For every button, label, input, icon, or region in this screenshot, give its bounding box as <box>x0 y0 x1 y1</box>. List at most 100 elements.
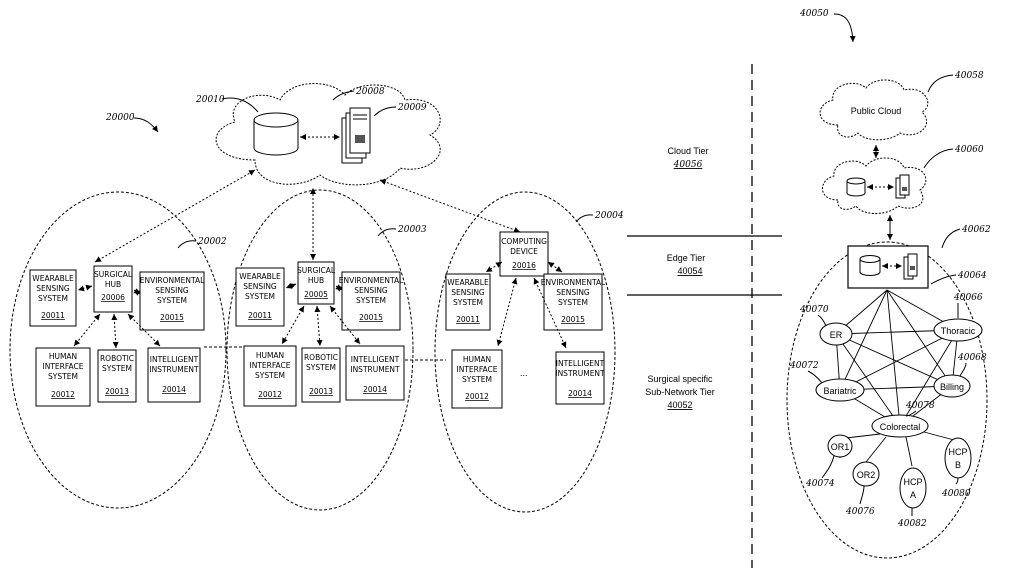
node-er: ER <box>819 322 853 346</box>
edge-tier-label: Edge Tier <box>667 253 706 263</box>
cloud-shape <box>215 83 441 186</box>
label: 20005 <box>304 290 328 299</box>
label: 20015 <box>561 315 585 324</box>
label: COMPUTING <box>501 237 547 246</box>
surgical-hub-box <box>93 265 133 313</box>
surgical-hub-box <box>297 261 335 305</box>
surgical-tier-label-2: Sub-Network Tier <box>645 387 715 397</box>
node-label: OR1 <box>831 442 850 452</box>
ref-40060: 40060 <box>954 145 984 155</box>
label: 20011 <box>248 311 272 320</box>
label: ENVIRONMENTAL <box>140 276 205 285</box>
node-label: OR2 <box>857 470 876 480</box>
node-colorectal: Colorectal <box>871 414 929 438</box>
label: SYSTEM <box>306 363 336 372</box>
subnet-3-boundary <box>434 191 616 513</box>
label: SYSTEM <box>157 296 187 305</box>
robotic-box <box>301 347 341 403</box>
label: SYSTEM <box>453 298 483 307</box>
label: SYSTEM <box>38 294 68 303</box>
ref-40068: 40068 <box>957 353 987 363</box>
label: 20012 <box>465 392 489 401</box>
label: HUB <box>105 280 121 289</box>
label: SYSTEM <box>462 375 492 384</box>
label: HUMAN <box>256 351 284 360</box>
subnet-3: COMPUTING DEVICE 20016 WEARABLE SENSING … <box>445 231 606 409</box>
label: 20013 <box>105 387 129 396</box>
label: 20006 <box>101 293 125 302</box>
label: DEVICE <box>510 247 538 256</box>
wearable-box <box>445 273 491 331</box>
label: 20011 <box>41 311 65 320</box>
server-icon <box>903 253 918 280</box>
node-bariatric: Bariatric <box>815 378 865 402</box>
node-or2: OR2 <box>852 461 880 487</box>
label: WEARABLE <box>447 278 489 287</box>
human-interface-box <box>35 347 91 407</box>
wearable-box <box>29 269 77 327</box>
label: 20014 <box>162 385 186 394</box>
ref-40078: 40078 <box>905 401 935 411</box>
node-or1: OR1 <box>827 434 853 458</box>
label: WEARABLE <box>32 274 74 283</box>
label: HUMAN <box>49 352 77 361</box>
human-interface-box <box>243 345 297 407</box>
cloud-tier-id: 40056 <box>673 160 703 170</box>
label: 20014 <box>363 385 387 394</box>
label: SURGICAL <box>94 270 133 279</box>
public-cloud-label: Public Cloud <box>851 106 902 116</box>
label: SENSING <box>243 282 277 291</box>
ref-40050: 40050 <box>799 9 829 19</box>
node-hcp-a: HCP A <box>899 467 927 509</box>
label: ENVIRONMENTAL <box>339 276 404 285</box>
ref-40080: 40080 <box>941 489 971 499</box>
ref-20000: 20000 <box>105 113 135 123</box>
node-label: B <box>955 460 961 470</box>
label: 20014 <box>568 389 592 398</box>
server-icon <box>895 174 910 199</box>
surgical-network-boundary <box>786 241 988 559</box>
ref-40082: 40082 <box>897 519 927 529</box>
subnet-1: SURGICAL HUB 20006 WEARABLE SENSING SYST… <box>29 265 205 407</box>
label: 20016 <box>512 261 536 270</box>
label: INTELLIGENT <box>556 359 605 368</box>
ref-40058: 40058 <box>954 71 984 81</box>
label: INSTRUMENT <box>350 365 400 374</box>
label: SYSTEM <box>255 371 285 380</box>
surgical-tier-label-1: Surgical specific <box>647 374 713 384</box>
ref-20002: 20002 <box>197 237 227 247</box>
mesh-connections <box>835 289 959 427</box>
computing-device-box <box>499 231 549 277</box>
label: 20015 <box>160 313 184 322</box>
ref-20009: 20009 <box>397 103 427 113</box>
ref-40070: 40070 <box>799 305 829 315</box>
node-label: Billing <box>940 382 964 392</box>
ellipsis: ... <box>520 368 528 378</box>
node-label: Thoracic <box>941 326 976 336</box>
label: SYSTEM <box>245 292 275 301</box>
public-cloud-shape <box>819 79 929 141</box>
node-hcp-b: HCP B <box>944 437 972 479</box>
database-icon <box>253 112 299 156</box>
node-label: Colorectal <box>880 422 921 432</box>
database-icon <box>859 255 881 276</box>
node-label: A <box>910 490 916 500</box>
label: SENSING <box>354 286 388 295</box>
ref-20008: 20008 <box>355 87 385 97</box>
label: INTERFACE <box>250 361 291 370</box>
robotic-box <box>97 349 137 403</box>
private-cloud-shape <box>822 157 927 214</box>
subnet-2: SURGICAL HUB 20005 WEARABLE SENSING SYST… <box>235 261 405 407</box>
label: INSTRUMENT <box>555 369 605 378</box>
label: ENVIRONMENTAL <box>541 278 606 287</box>
label: 20012 <box>258 390 282 399</box>
ref-40062: 40062 <box>961 225 991 235</box>
subnet-1-boundary <box>9 191 227 509</box>
node-label: ER <box>830 330 843 340</box>
label: ROBOTIC <box>100 354 134 363</box>
surgical-tier-id: 40052 <box>667 400 692 410</box>
label: SYSTEM <box>102 364 132 373</box>
label: 20012 <box>51 390 75 399</box>
label: SYSTEM <box>558 298 588 307</box>
wearable-box <box>235 267 285 327</box>
